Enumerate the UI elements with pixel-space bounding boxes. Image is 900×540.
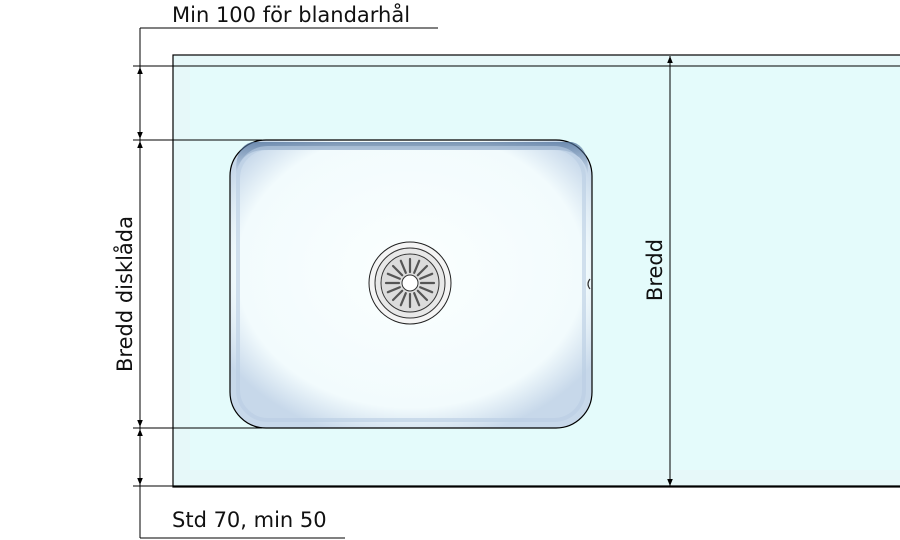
countertop-width-label: Bredd [643,239,667,301]
drain-slot [416,264,429,277]
drain-slot [391,264,404,277]
drain-slot [413,259,421,274]
drain-slot [399,259,407,274]
bottom-dimension-label: Std 70, min 50 [172,508,327,532]
drain-slot [419,286,434,294]
dimension-arrows [137,56,673,486]
drain-slot [391,289,404,302]
drain-slot [413,292,421,307]
drain-slot [386,286,401,294]
drain-slot [386,272,401,280]
overflow-hole-icon [587,278,591,290]
drain-strainer-icon [368,241,452,325]
top-dimension-label: Min 100 för blandarhål [172,2,410,27]
drain-slot [399,292,407,307]
drain-slot [416,289,429,302]
sink-width-label: Bredd disklåda [112,216,137,372]
drain-slot [419,272,434,280]
